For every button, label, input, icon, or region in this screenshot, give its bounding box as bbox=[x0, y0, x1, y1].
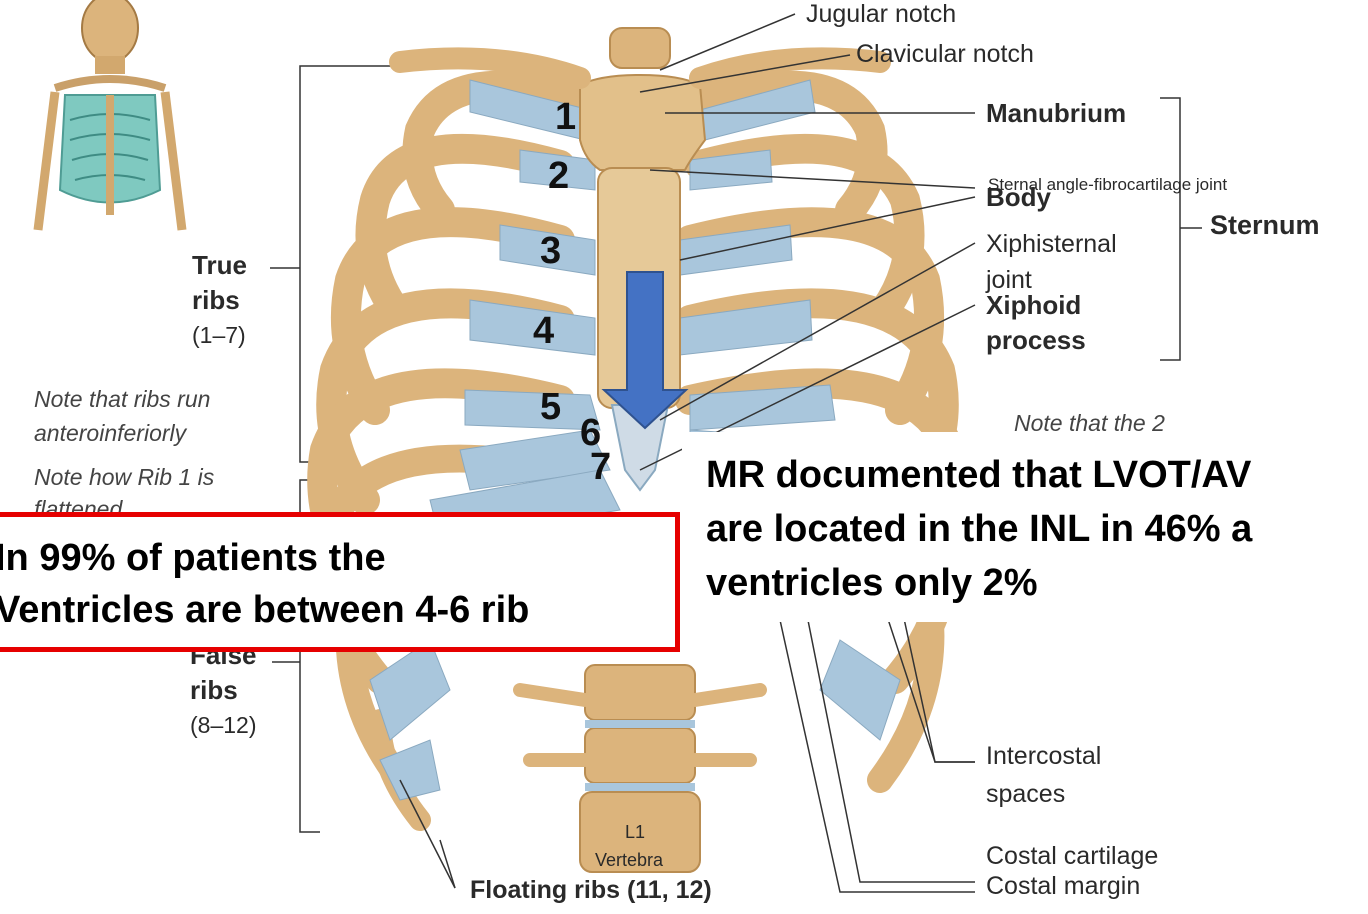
label-body: Body bbox=[986, 182, 1051, 213]
label-clavicular-notch: Clavicular notch bbox=[856, 40, 1034, 69]
label-sternum: Sternum bbox=[1210, 210, 1320, 241]
label-false-ribs: ribs bbox=[190, 675, 238, 706]
rib-number-2: 2 bbox=[548, 155, 569, 198]
mr-callout-line-1: MR documented that LVOT/AV bbox=[706, 454, 1251, 497]
label-xiphisternal: Xiphisternal bbox=[986, 230, 1117, 259]
ventricles-callout-box: In 99% of patients the Ventricles are be… bbox=[0, 512, 680, 652]
note-anteroinferiorly: anteroinferiorly bbox=[34, 420, 186, 447]
note-rib1: Note how Rib 1 is bbox=[34, 464, 214, 491]
mini-skeleton-icon bbox=[38, 0, 182, 230]
label-costal-cartilage: Costal cartilage bbox=[986, 842, 1158, 871]
ventricles-callout-line-1: In 99% of patients the bbox=[0, 537, 386, 580]
label-true: True bbox=[192, 250, 247, 281]
label-true-ribs: ribs bbox=[192, 285, 240, 316]
mr-callout-box: MR documented that LVOT/AV are located i… bbox=[682, 432, 1368, 622]
mr-callout-line-3: ventricles only 2% bbox=[706, 562, 1038, 605]
label-costal-margin: Costal margin bbox=[986, 872, 1140, 901]
label-jugular-notch: Jugular notch bbox=[806, 0, 956, 29]
label-intercostal: Intercostal bbox=[986, 742, 1101, 771]
rib-number-1: 1 bbox=[555, 96, 576, 139]
rib-number-4: 4 bbox=[533, 310, 554, 353]
label-floating-ribs: Floating ribs (11, 12) bbox=[470, 876, 712, 905]
label-xiphoid: Xiphoid bbox=[986, 290, 1081, 321]
mr-callout-line-2: are located in the INL in 46% a bbox=[706, 508, 1252, 551]
label-spaces: spaces bbox=[986, 780, 1065, 809]
label-false-range: (8–12) bbox=[190, 712, 256, 739]
label-vertebra: Vertebra bbox=[595, 850, 663, 871]
rib-number-3: 3 bbox=[540, 230, 561, 273]
note-ribs-run: Note that ribs run bbox=[34, 386, 210, 413]
rib-number-7: 7 bbox=[590, 446, 611, 489]
label-true-range: (1–7) bbox=[192, 322, 246, 349]
label-manubrium: Manubrium bbox=[986, 98, 1126, 129]
ventricles-callout-line-2: Ventricles are between 4-6 rib bbox=[0, 589, 529, 632]
rib-number-5: 5 bbox=[540, 386, 561, 429]
label-l1: L1 bbox=[625, 822, 645, 843]
label-process: process bbox=[986, 325, 1086, 356]
